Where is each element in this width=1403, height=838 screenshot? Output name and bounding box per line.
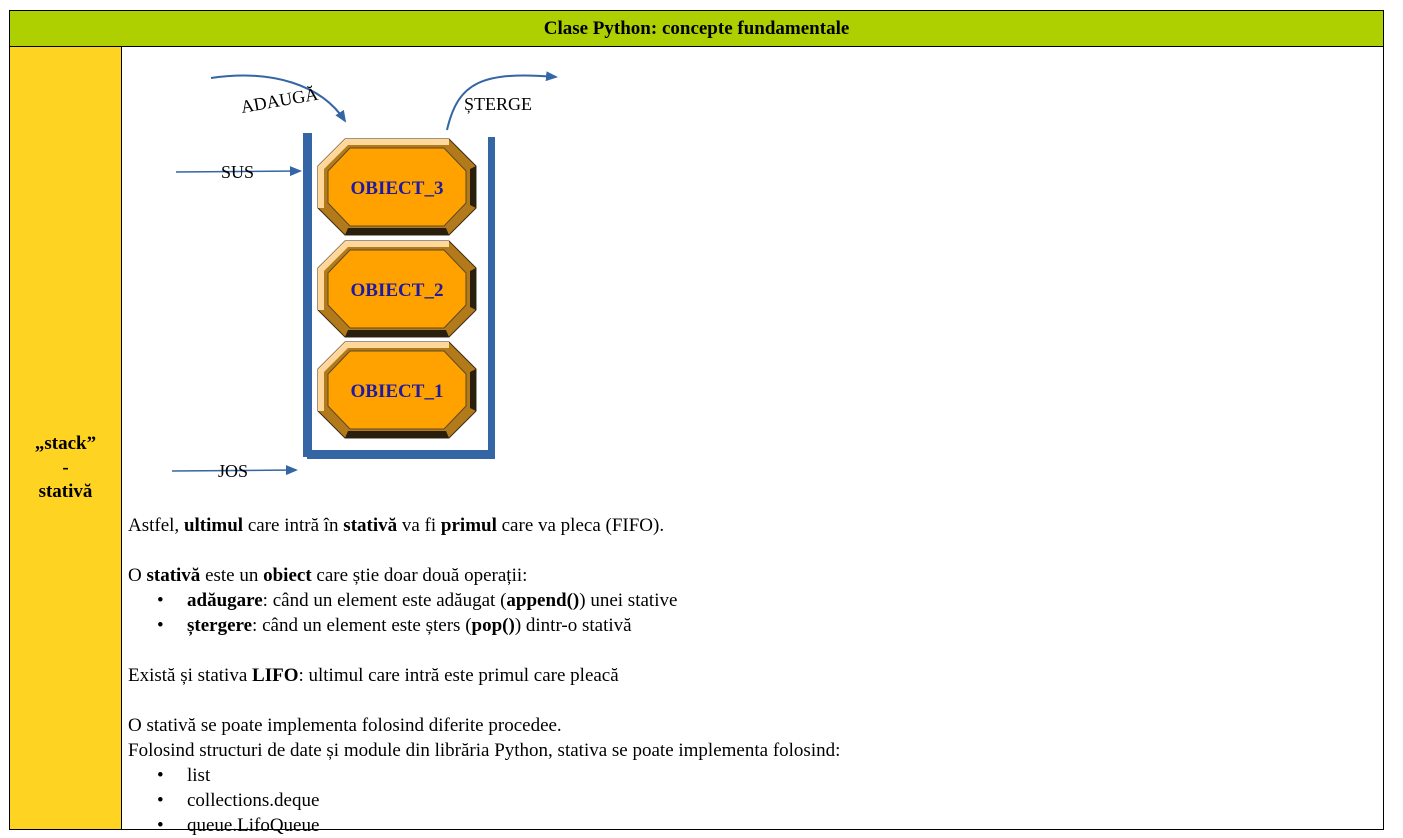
topic-label: „stack” - stativă [35, 432, 96, 504]
add-label: ADAUGĂ [239, 84, 319, 117]
list-item: adăugare: când un element este adăugat (… [157, 588, 1368, 613]
delete-label: ȘTERGE [464, 94, 532, 114]
page-title: Clase Python: concepte fundamentale [543, 17, 850, 39]
stack-diagram: OBIECT_3 OBIECT_2 OBIECT_1 [171, 71, 558, 481]
object-1-label: OBIECT_1 [351, 381, 444, 402]
delete-arrow: ȘTERGE [446, 71, 558, 131]
topic-cell: „stack” - stativă [10, 47, 122, 829]
list-item: list [157, 763, 1368, 788]
topic-separator: - [62, 457, 69, 478]
top-arrow: SUS [175, 162, 302, 182]
add-arrow: ADAUGĂ [210, 74, 347, 123]
implementations-list: list collections.deque queue.LifoQueue [128, 763, 1368, 838]
bottom-arrow: JOS [171, 461, 298, 481]
stack-object-1: OBIECT_1 [317, 341, 477, 439]
explanation-text: Astfel, ultimul care intră în stativă va… [128, 513, 1368, 838]
stack-object-2: OBIECT_2 [317, 240, 477, 338]
lifo-paragraph: Există și stativa LIFO: ultimul care int… [128, 665, 619, 686]
fifo-paragraph: Astfel, ultimul care intră în stativă va… [128, 515, 665, 536]
operations-intro: O stativă este un obiect care știe doar … [128, 565, 528, 586]
object-3-label: OBIECT_3 [351, 178, 444, 199]
implementation-paragraph: O stativă se poate implementa folosind d… [128, 715, 562, 736]
object-2-label: OBIECT_2 [351, 280, 444, 301]
stack-container [303, 133, 495, 459]
topic-term: „stack” [34, 433, 97, 454]
stack-object-3: OBIECT_3 [317, 138, 477, 236]
list-item: queue.LifoQueue [157, 813, 1368, 838]
content-table: Clase Python: concepte fundamentale „sta… [9, 10, 1384, 838]
operations-list: adăugare: când un element este adăugat (… [128, 588, 1368, 638]
list-item: collections.deque [157, 788, 1368, 813]
python-modules-paragraph: Folosind structuri de date și module din… [128, 740, 841, 761]
list-item: ștergere: când un element este șters (po… [157, 613, 1368, 638]
bottom-label: JOS [218, 461, 248, 481]
table-header: Clase Python: concepte fundamentale [10, 11, 1383, 47]
top-label: SUS [221, 162, 254, 182]
topic-translation: stativă [38, 481, 93, 502]
explanation-cell: OBIECT_3 OBIECT_2 OBIECT_1 [122, 47, 1383, 838]
